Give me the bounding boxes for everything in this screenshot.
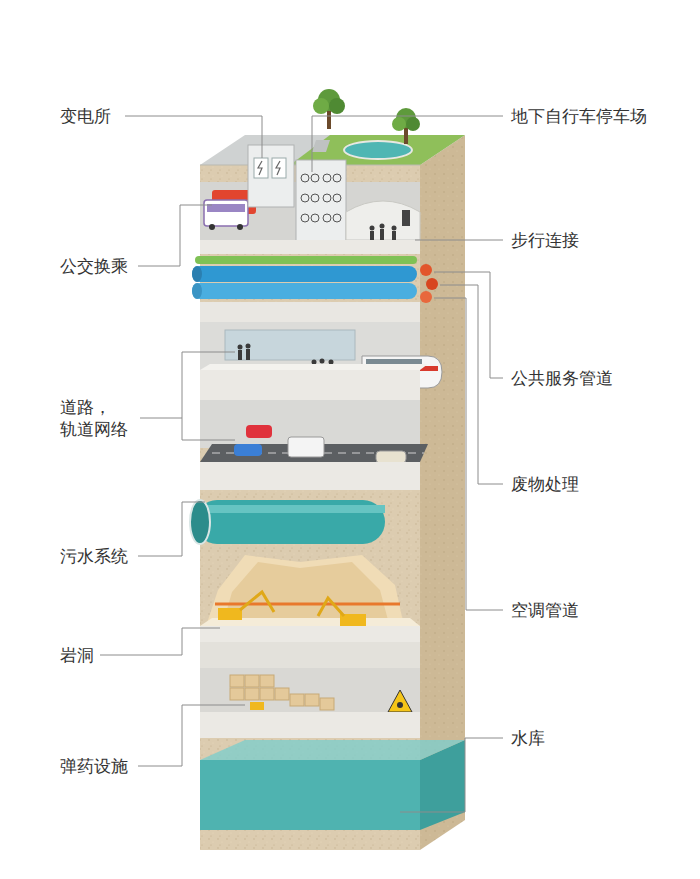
callout-label: 变电所 bbox=[60, 105, 111, 127]
callout-label: 废物处理 bbox=[511, 473, 579, 495]
callout-label: 弹药设施 bbox=[60, 755, 128, 777]
callout-label: 步行连接 bbox=[511, 229, 579, 251]
sewer-pipe bbox=[190, 500, 385, 544]
metro-station bbox=[200, 302, 442, 400]
callout-label: 道路， 轨道网络 bbox=[60, 396, 128, 440]
road-tunnel bbox=[200, 400, 428, 490]
rock-cavern bbox=[200, 555, 420, 668]
callout-label: 污水系统 bbox=[60, 545, 128, 567]
callout-label: 公交换乘 bbox=[60, 255, 128, 277]
level-one bbox=[200, 145, 420, 254]
callout-label: 公共服务管道 bbox=[511, 367, 613, 389]
callout-label: 空调管道 bbox=[511, 599, 579, 621]
water-reservoir bbox=[200, 740, 465, 850]
callout-label: 水库 bbox=[511, 727, 545, 749]
utility-pipes bbox=[192, 256, 438, 303]
leader-lines bbox=[100, 116, 503, 812]
ammunition-store bbox=[200, 668, 420, 738]
earth-block bbox=[200, 135, 465, 850]
callout-label: 岩洞 bbox=[60, 644, 94, 666]
callout-label: 地下自行车停车场 bbox=[511, 105, 647, 127]
surface-park bbox=[312, 89, 420, 159]
